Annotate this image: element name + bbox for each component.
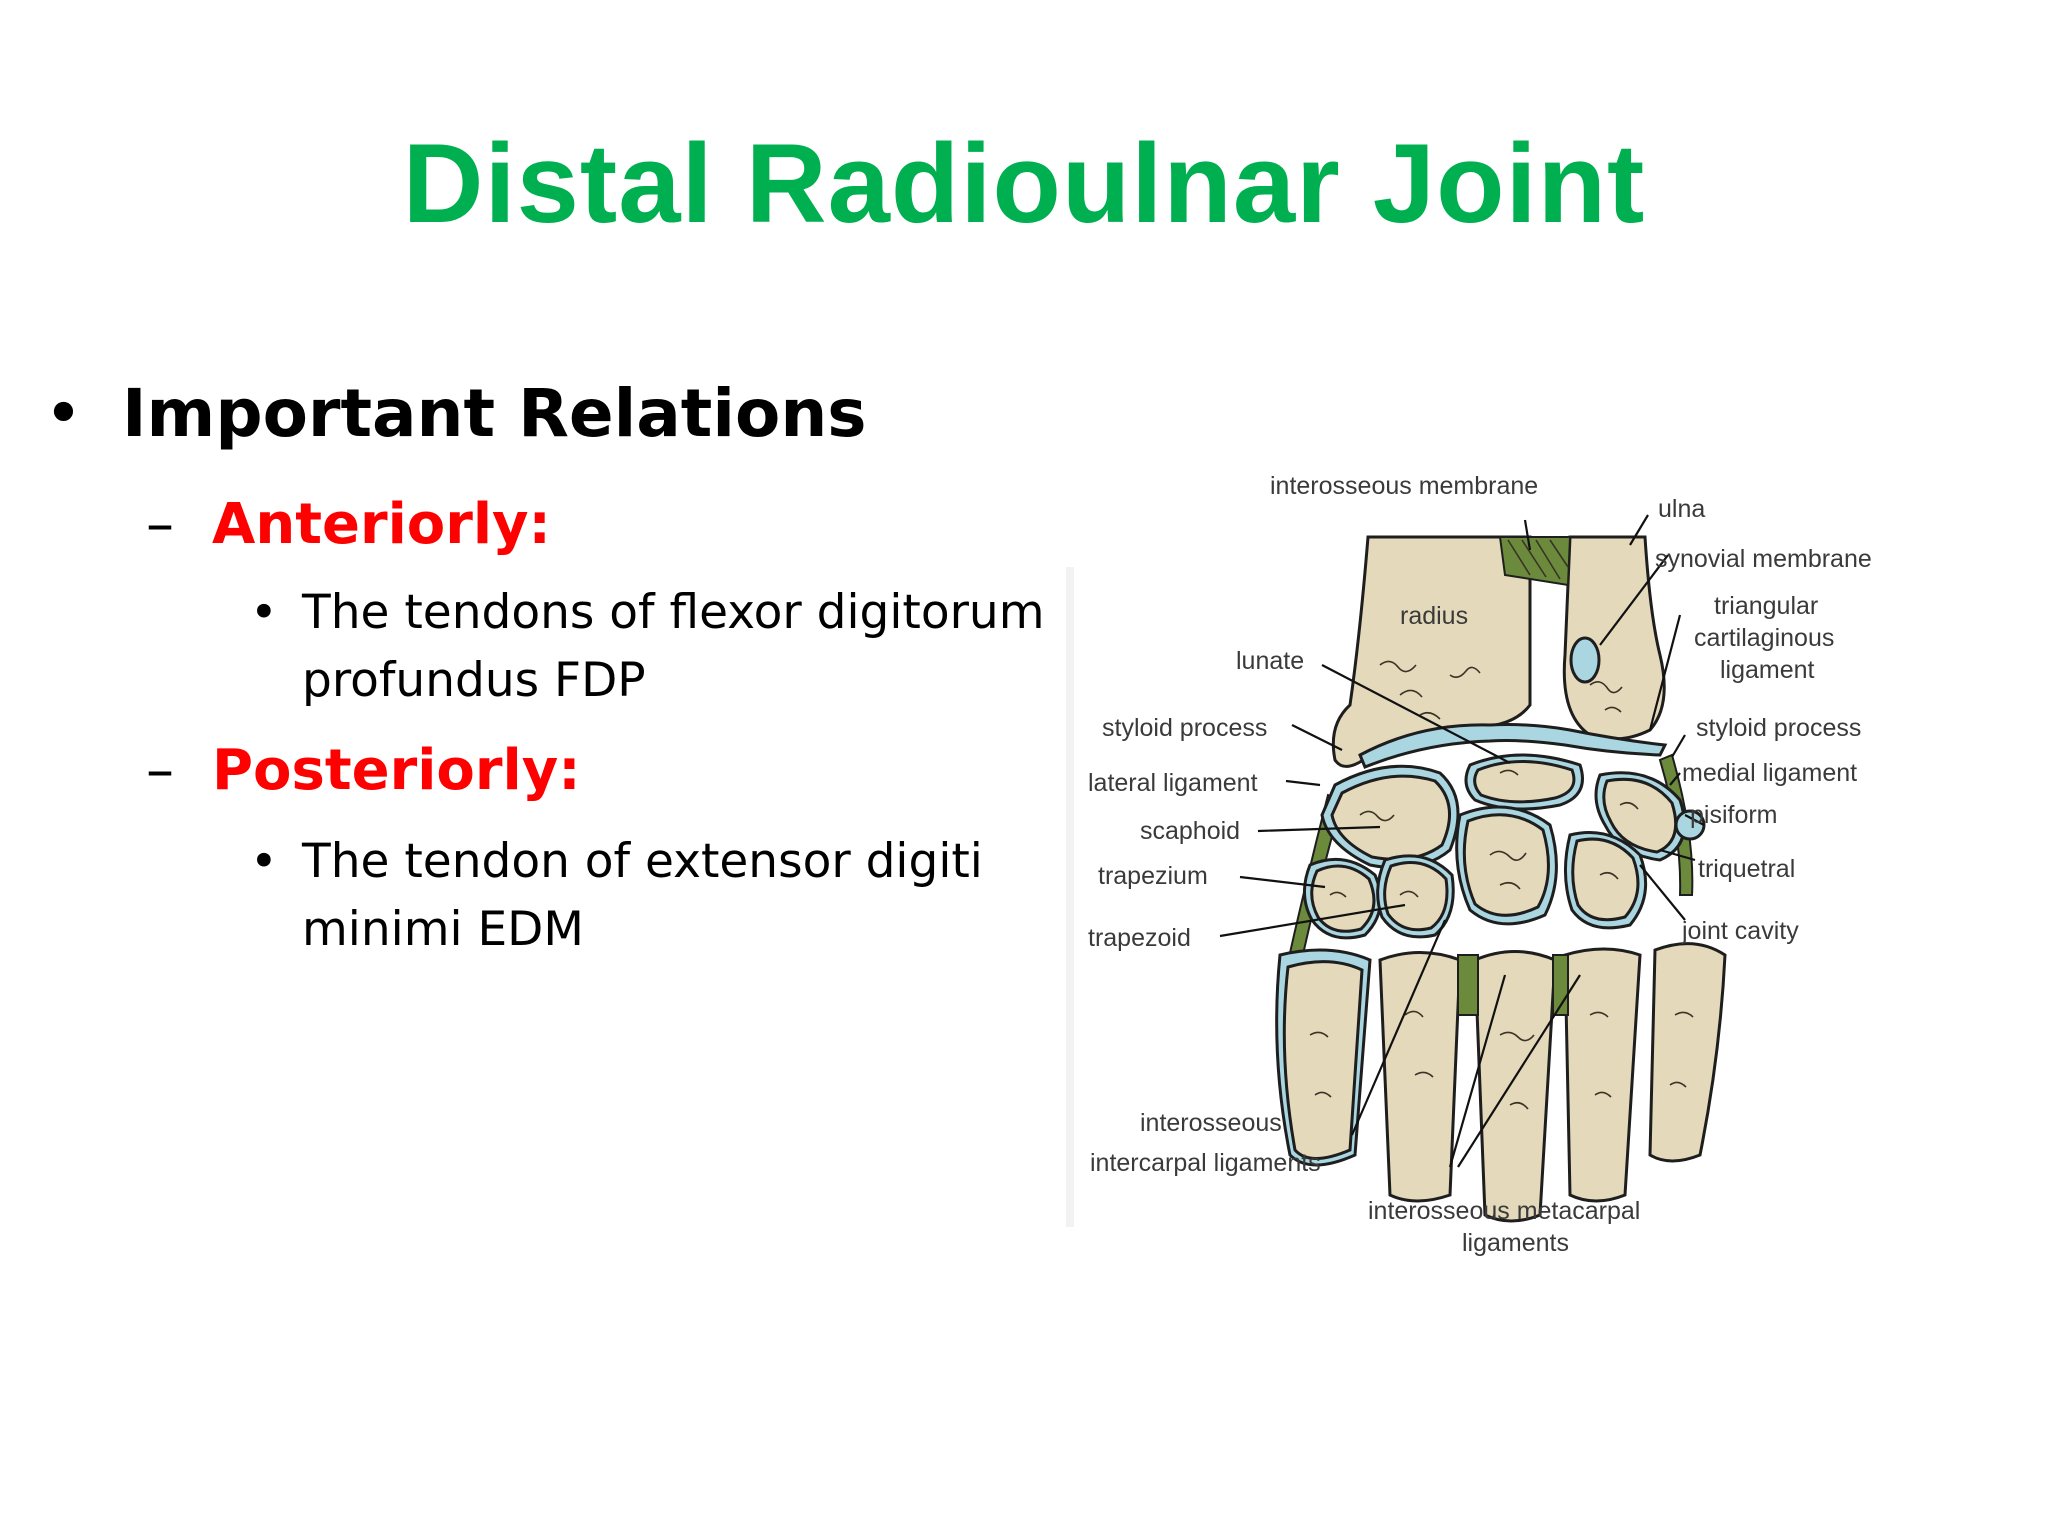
label-styloid-process-right: styloid process: [1696, 714, 1861, 742]
metacarpal-ligament-1: [1457, 954, 1479, 1016]
bone-texture: [1379, 660, 1623, 720]
articular-cartilage: [1358, 723, 1668, 769]
first-metacarpal: [1282, 960, 1364, 1160]
lunate-body: [1473, 760, 1576, 804]
label-lateral-ligament: lateral ligament: [1088, 769, 1258, 797]
label-styloid-process-left: styloid process: [1102, 714, 1267, 742]
synovial-pouch: [1569, 636, 1601, 684]
posteriorly-heading: Posteriorly:: [212, 738, 581, 803]
image-edge: [1066, 567, 1074, 1227]
anteriorly-heading: Anteriorly:: [212, 492, 551, 557]
label-radius: radius: [1400, 602, 1468, 630]
bullet-marker: •: [44, 375, 83, 452]
label-metacarpal-ligaments: ligaments: [1462, 1229, 1569, 1257]
slide-title: Distal Radioulnar Joint: [402, 121, 1646, 246]
label-ulna: ulna: [1658, 495, 1705, 523]
diagram-labels: interosseous membrane ulna synovial memb…: [1088, 472, 1872, 1257]
bullet-marker: •: [250, 834, 278, 889]
label-synovial-membrane: synovial membrane: [1655, 545, 1872, 573]
label-interosseous-membrane: interosseous membrane: [1270, 472, 1538, 500]
label-pisiform: pisiform: [1690, 801, 1778, 829]
second-metacarpal: [1378, 951, 1462, 1203]
label-scaphoid: scaphoid: [1140, 817, 1240, 845]
interosseous-membrane-band: [1498, 536, 1572, 587]
anterior-relation-text: The tendons of flexor digitorum profundu…: [302, 585, 1045, 708]
label-medial-ligament: medial ligament: [1682, 759, 1857, 787]
hamate-body: [1571, 837, 1640, 922]
label-triangular: triangular: [1714, 592, 1818, 620]
trapezium-body: [1310, 864, 1376, 933]
trapezoid-body: [1383, 861, 1449, 932]
dash-marker: –: [146, 738, 174, 803]
label-ligament: ligament: [1720, 656, 1815, 684]
leader-lines: [1219, 514, 1705, 1168]
label-interosseous-metacarpal: interosseous metacarpal: [1368, 1197, 1640, 1225]
main-bullet-text: Important Relations: [122, 375, 867, 452]
label-triquetral: triquetral: [1698, 855, 1795, 883]
fourth-metacarpal: [1563, 947, 1642, 1203]
metacarpal-bones: [1275, 942, 1727, 1223]
posterior-relation-text: The tendon of extensor digiti minimi EDM: [302, 834, 983, 957]
wrist-joint-diagram: interosseous membrane ulna synovial memb…: [1066, 472, 1872, 1257]
capitate-body: [1462, 813, 1550, 917]
label-interosseous: interosseous: [1140, 1109, 1282, 1137]
label-lunate: lunate: [1236, 647, 1304, 675]
triquetral-body: [1602, 777, 1678, 854]
label-cartilaginous: cartilaginous: [1694, 624, 1834, 652]
label-joint-cavity: joint cavity: [1681, 917, 1799, 945]
dash-marker: –: [146, 492, 174, 557]
bullet-marker: •: [250, 585, 278, 640]
bullet-list: • Important Relations – Anteriorly: • Th…: [0, 0, 1100, 1000]
third-metacarpal: [1473, 950, 1557, 1223]
carpal-bones: [1303, 753, 1706, 940]
label-trapezium: trapezium: [1098, 862, 1208, 890]
ulna-bone: [1562, 535, 1666, 741]
fifth-metacarpal: [1648, 942, 1727, 1163]
label-trapezoid: trapezoid: [1088, 924, 1191, 952]
label-intercarpal-ligaments: intercarpal ligaments: [1090, 1149, 1321, 1177]
